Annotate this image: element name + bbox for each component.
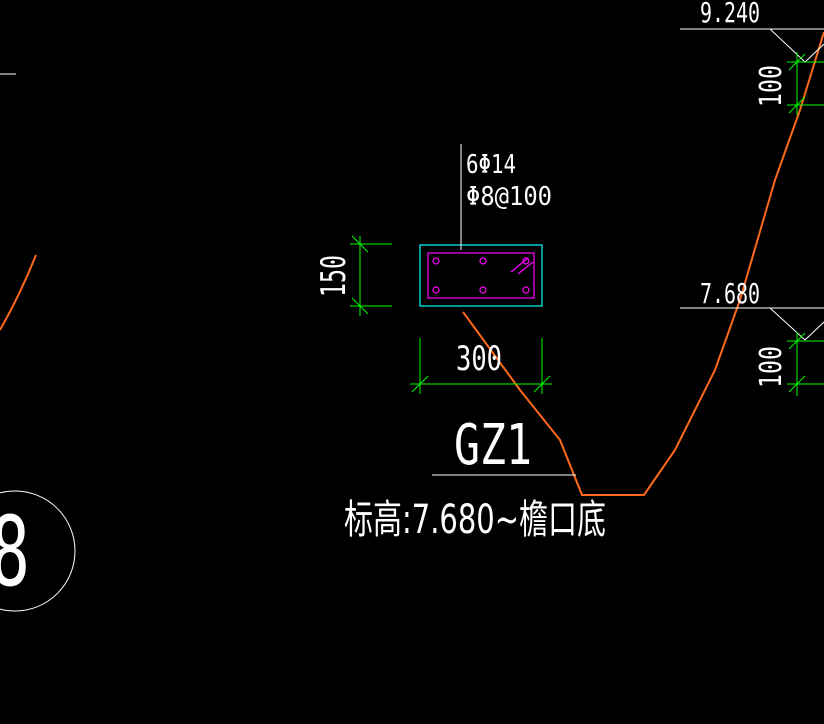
rebar-stirrup-label: Φ8@100 [466, 182, 552, 212]
dim-height [350, 235, 392, 316]
rebar-dot [522, 257, 530, 265]
dim-width [410, 338, 552, 394]
dim-width-label: 300 [456, 339, 502, 379]
section-outline [419, 244, 543, 307]
dim-height-label: 150 [314, 255, 354, 297]
dim-right-mid-label: 100 [754, 346, 789, 388]
stirrup-hook-2 [517, 261, 534, 275]
axis-bubble [0, 490, 76, 612]
dim-right-top [787, 52, 824, 115]
elev-mark-top [680, 28, 824, 63]
elev-top-label: 9.240 [700, 0, 760, 29]
stirrup-outline [427, 252, 535, 299]
rebar-dot [432, 286, 440, 294]
revision-line-left [0, 254, 37, 331]
dim-right-mid [787, 332, 824, 396]
stirrup-hook [510, 257, 529, 273]
rebar-dot [479, 257, 487, 265]
rebar-dot [522, 286, 530, 294]
elevation-note: 标高:7.680~檐口底 [344, 497, 606, 543]
axis-label: 8 [0, 496, 30, 608]
rebar-group [432, 257, 530, 294]
rebar-dot [432, 257, 440, 265]
revision-line-main [462, 31, 824, 496]
elev-mark-mid [680, 307, 824, 341]
rebar-main-label: 6Φ14 [466, 150, 516, 180]
elev-mid-label: 7.680 [700, 277, 760, 310]
rebar-dot [479, 286, 487, 294]
dim-right-top-label: 100 [754, 65, 789, 107]
column-id-title: GZ1 [454, 413, 532, 478]
